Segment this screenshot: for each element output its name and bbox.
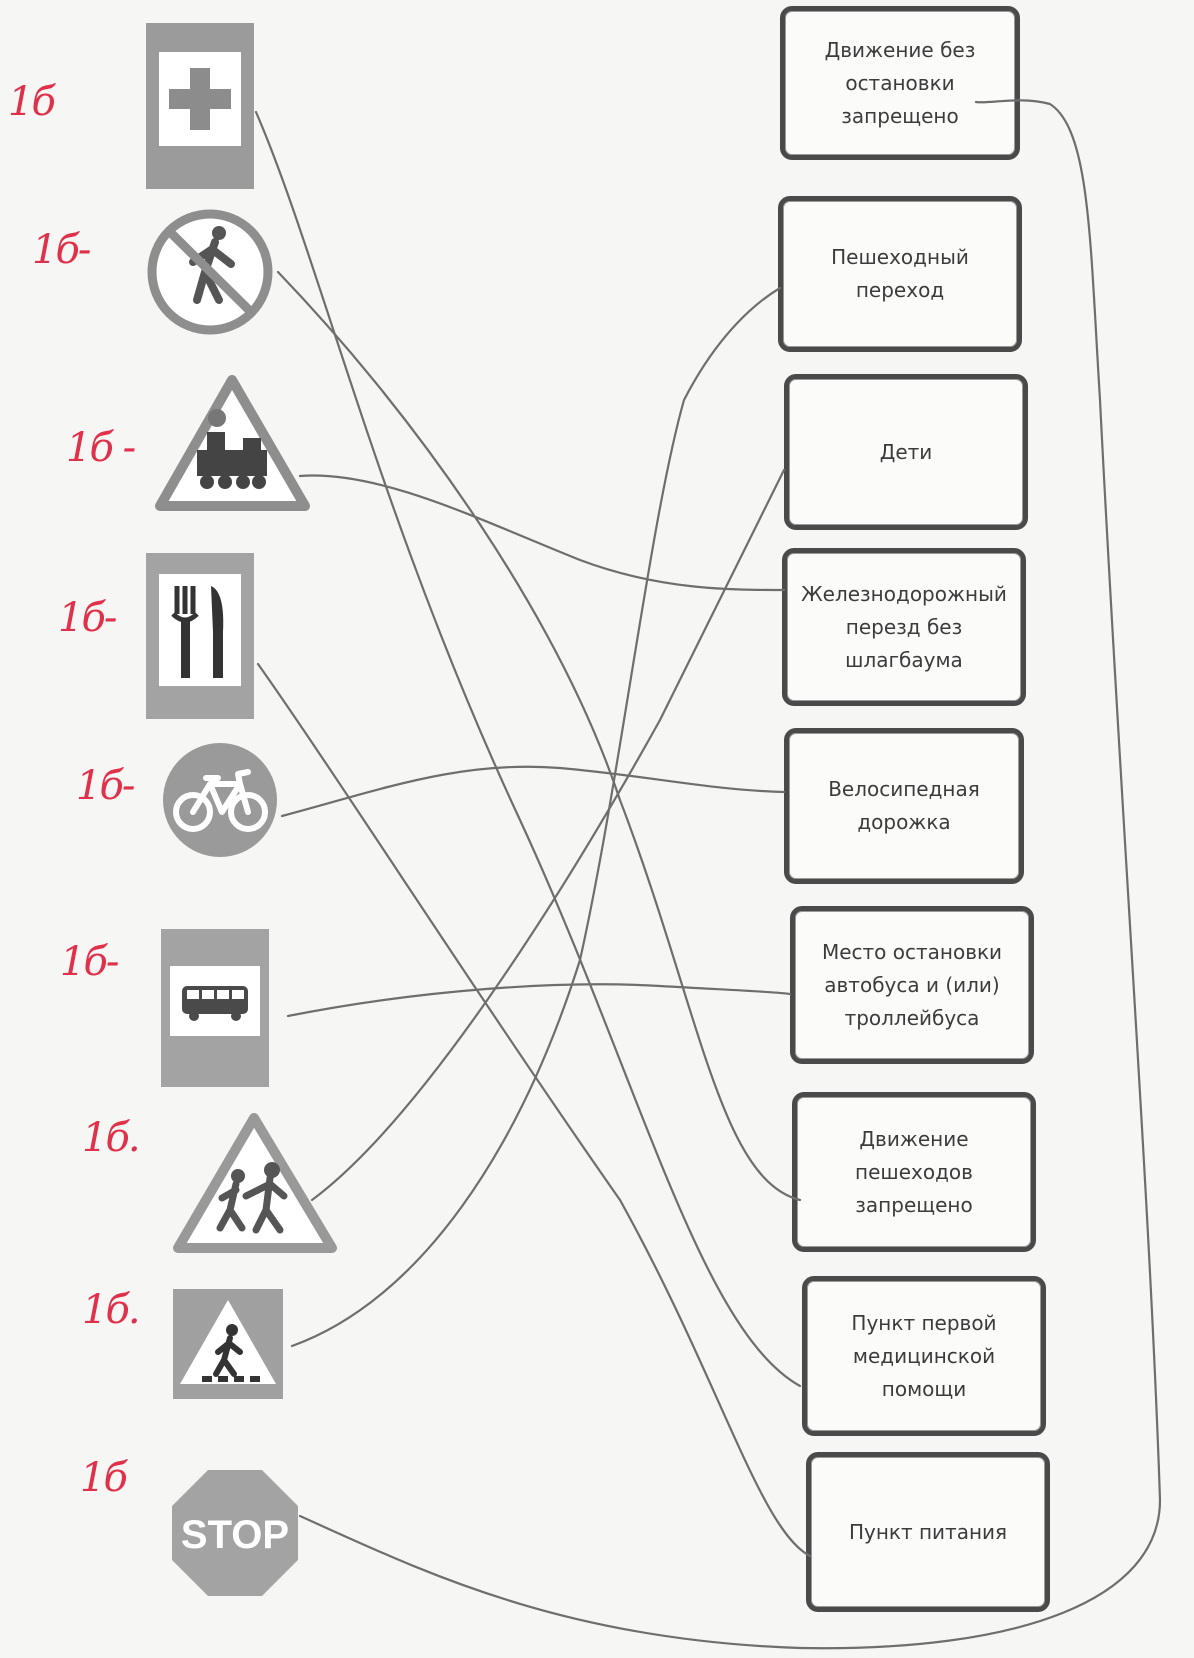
match-line: [290, 286, 782, 1348]
match-line: [276, 270, 802, 1202]
match-line: [280, 765, 786, 818]
first-aid-sign-icon: [146, 23, 254, 189]
score-mark: 1б-: [76, 763, 135, 809]
answer-box[interactable]: Место остановки автобуса и (или) троллей…: [790, 906, 1034, 1064]
score-mark: 1б-: [60, 939, 119, 985]
score-mark: 1б: [80, 1455, 128, 1501]
match-line: [286, 983, 792, 1018]
match-line: [298, 99, 1162, 1650]
answer-box[interactable]: Пункт первой медицинской помощи: [802, 1276, 1046, 1436]
answer-box[interactable]: Железнодорожный перезд без шлагбаума: [782, 548, 1026, 706]
stop-sign-icon: STOP: [172, 1470, 298, 1596]
answer-box[interactable]: Велосипедная дорожка: [784, 728, 1024, 884]
score-mark: 1б: [8, 79, 56, 125]
score-mark: 1б.: [82, 1287, 141, 1333]
match-line: [310, 468, 786, 1202]
match-line: [254, 110, 802, 1388]
children-sign-icon: [173, 1113, 337, 1253]
no-pedestrians-sign-icon: [147, 209, 273, 335]
stop-sign-text: STOP: [181, 1513, 289, 1557]
bicycle-path-sign-icon: [163, 743, 277, 857]
score-mark: 1б-: [32, 227, 91, 273]
answer-box[interactable]: Дети: [784, 374, 1028, 530]
bus-stop-sign-icon: [161, 929, 269, 1087]
score-mark: 1б-: [58, 595, 117, 641]
pedestrian-crossing-sign-icon: [173, 1289, 283, 1399]
railway-crossing-sign-icon: [155, 375, 310, 511]
answer-box[interactable]: Пешеходный переход: [778, 196, 1022, 352]
answer-box[interactable]: Движение пешеходов запрещено: [792, 1092, 1036, 1252]
answer-box[interactable]: Движение без остановки запрещено: [780, 6, 1020, 160]
food-point-sign-icon: [146, 553, 254, 719]
match-line: [298, 474, 786, 592]
score-mark: 1б -: [66, 425, 136, 471]
answer-box[interactable]: Пункт питания: [806, 1452, 1050, 1612]
score-mark: 1б.: [82, 1115, 141, 1161]
match-line: [256, 662, 812, 1558]
